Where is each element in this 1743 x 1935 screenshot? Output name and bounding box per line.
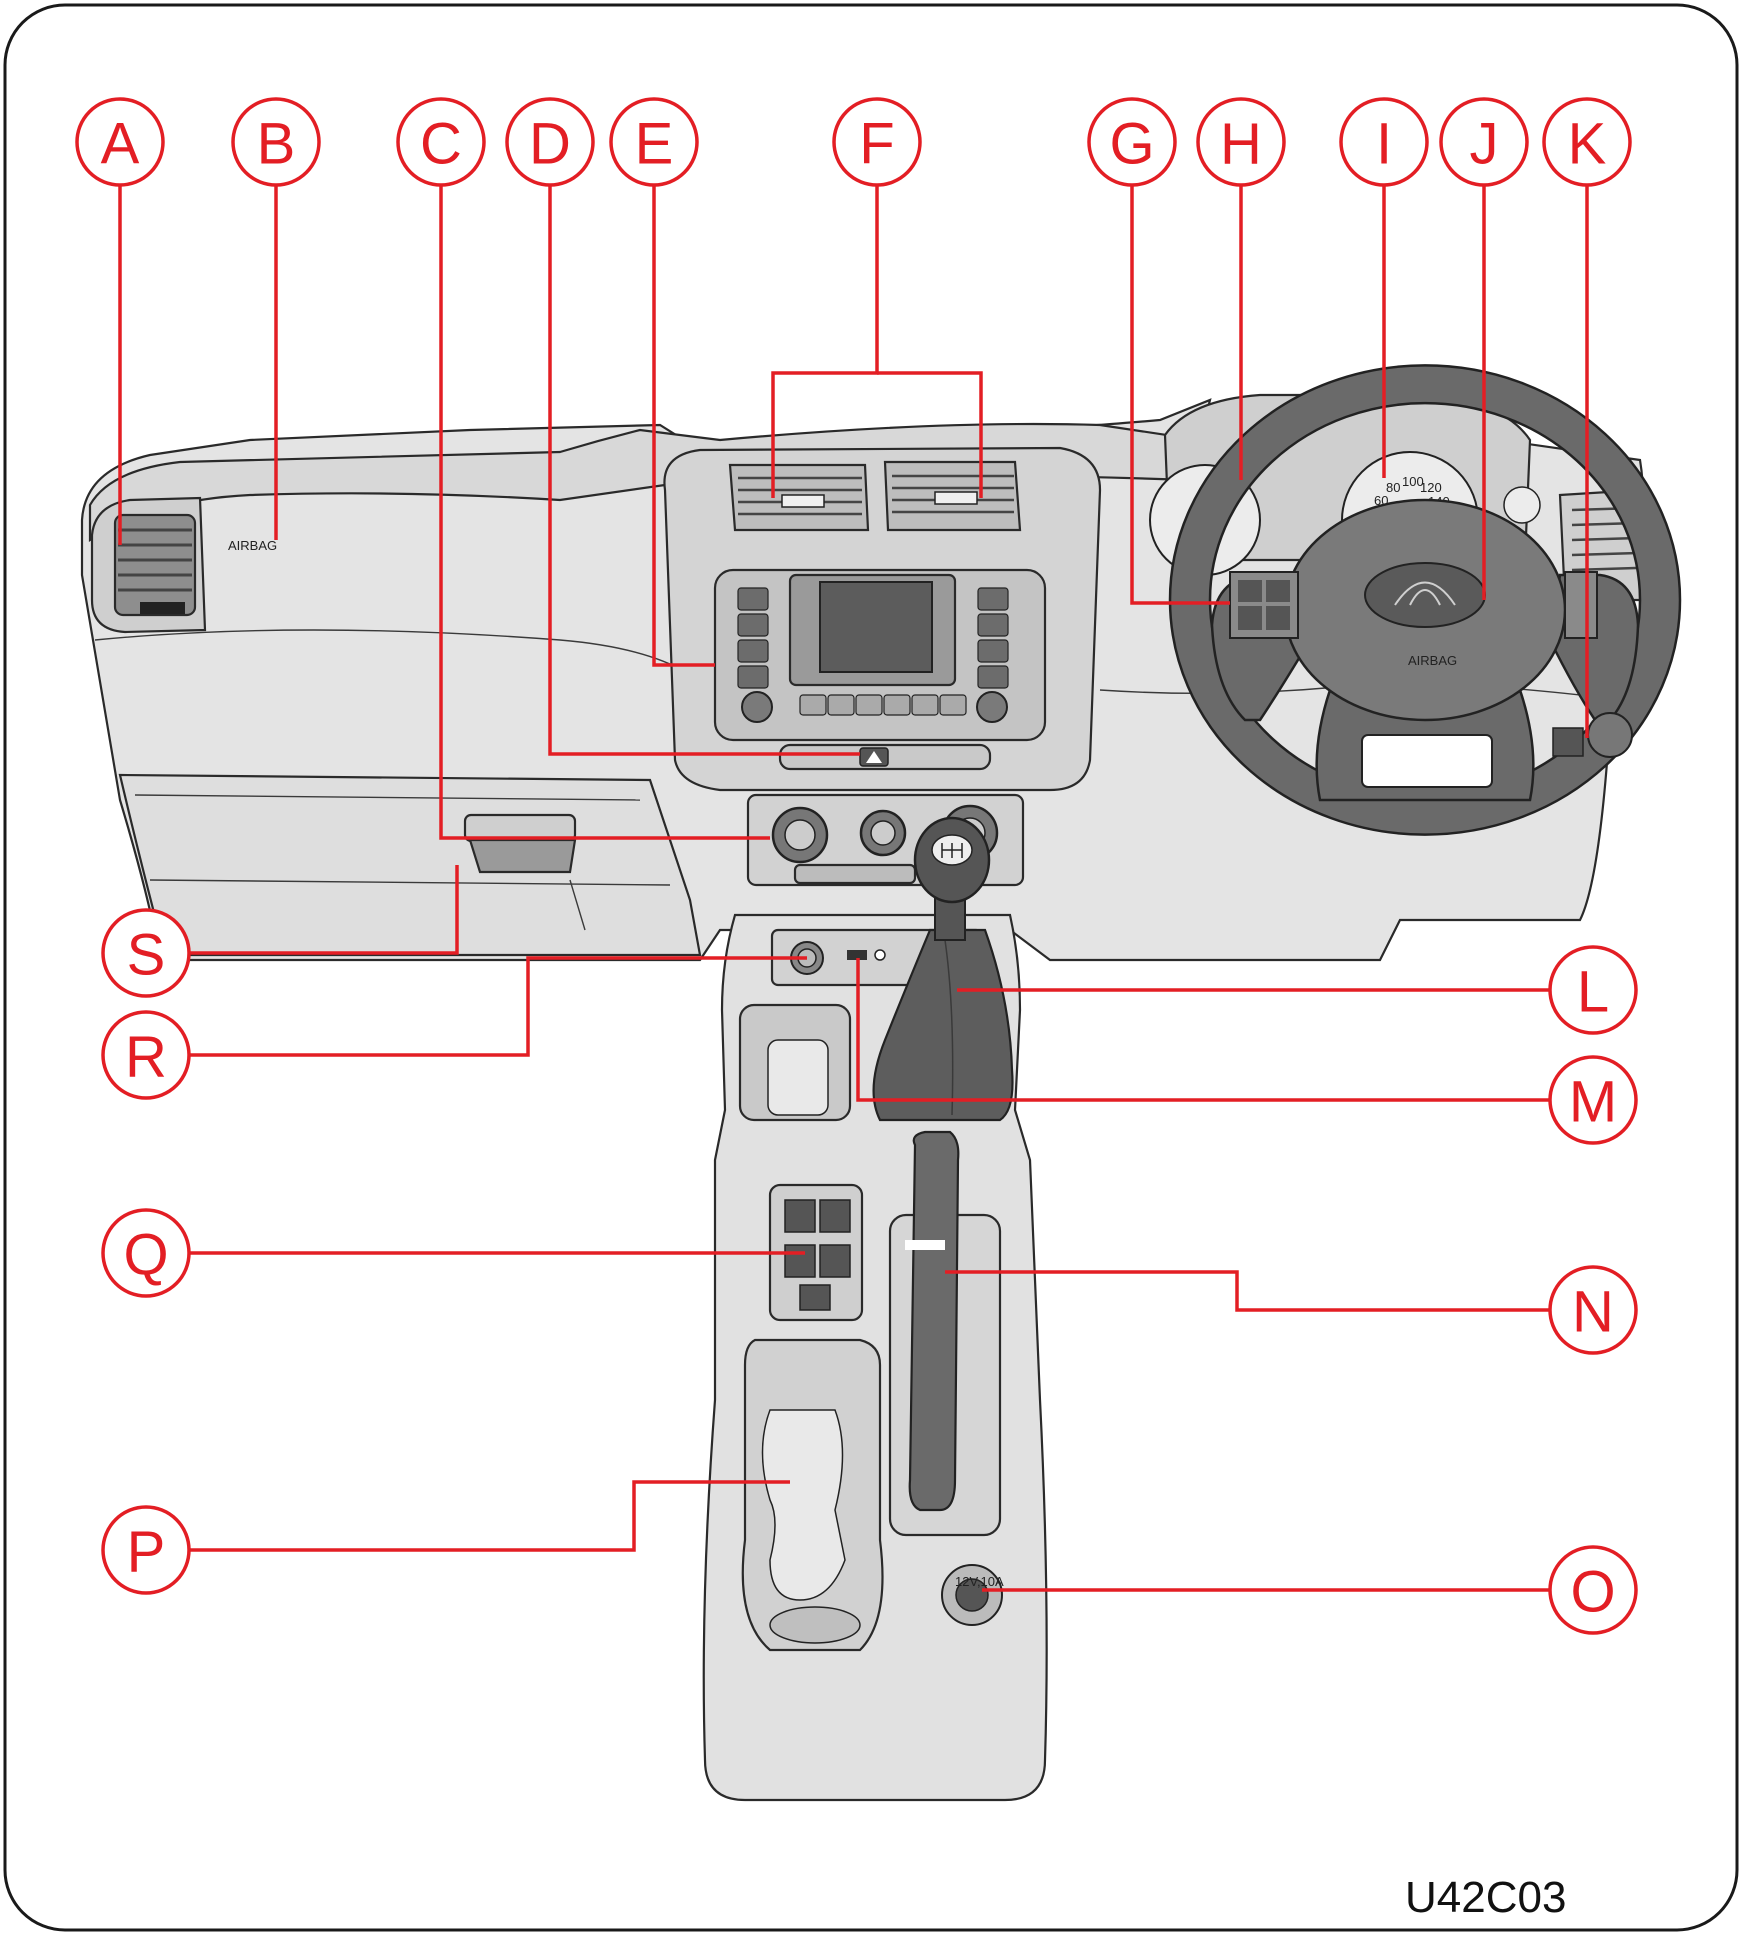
leader-N bbox=[945, 1270, 1550, 1312]
svg-text:O: O bbox=[1570, 1560, 1615, 1625]
figure-code: U42C03 bbox=[1405, 1873, 1566, 1922]
svg-text:L: L bbox=[1577, 960, 1609, 1025]
leader-G bbox=[1130, 185, 1230, 605]
svg-text:J: J bbox=[1470, 112, 1499, 177]
leader-F bbox=[771, 185, 879, 498]
callout-S: S bbox=[101, 908, 191, 998]
leader-M bbox=[856, 958, 1550, 1102]
leader-lines bbox=[118, 185, 1589, 1592]
svg-text:D: D bbox=[529, 112, 571, 177]
callout-L: L bbox=[1548, 945, 1638, 1035]
svg-text:A: A bbox=[101, 112, 140, 177]
callout-M: M bbox=[1548, 1055, 1638, 1145]
leader-C bbox=[439, 185, 770, 840]
svg-text:F: F bbox=[859, 112, 894, 177]
callout-E: E bbox=[609, 97, 699, 187]
callout-D: D bbox=[505, 97, 595, 187]
leader-S bbox=[188, 865, 459, 955]
callout-A: A bbox=[75, 97, 165, 187]
socket-rating-label: 12V,10A bbox=[955, 1574, 1004, 1589]
svg-text:I: I bbox=[1376, 112, 1392, 177]
svg-text:G: G bbox=[1109, 112, 1154, 177]
callout-I: I bbox=[1339, 97, 1429, 187]
svg-text:R: R bbox=[125, 1025, 167, 1090]
leader-R bbox=[188, 956, 807, 1057]
leader-E bbox=[652, 185, 715, 667]
steering-airbag-label: AIRBAG bbox=[1408, 653, 1457, 668]
passenger-airbag-label: AIRBAG bbox=[228, 538, 277, 553]
svg-text:S: S bbox=[127, 923, 166, 988]
svg-text:P: P bbox=[127, 1520, 166, 1585]
speedo-120: 120 bbox=[1420, 480, 1442, 495]
callout-C: C bbox=[396, 97, 486, 187]
leader-P bbox=[188, 1480, 790, 1552]
callout-G: G bbox=[1087, 97, 1177, 187]
svg-text:K: K bbox=[1568, 112, 1607, 177]
svg-text:Q: Q bbox=[123, 1223, 168, 1288]
speedo-100: 100 bbox=[1402, 474, 1424, 489]
callout-K: K bbox=[1542, 97, 1632, 187]
callout-Q: Q bbox=[101, 1208, 191, 1298]
audio-system bbox=[713, 568, 1047, 742]
svg-text:N: N bbox=[1572, 1280, 1614, 1345]
steering-wheel: AIRBAG bbox=[1168, 364, 1682, 836]
callouts: A B C D E F G H I J K L M N O P Q R S bbox=[75, 97, 1638, 1635]
svg-text:E: E bbox=[635, 112, 674, 177]
dashboard-illustration: AIRBAG bbox=[80, 364, 1682, 1802]
leader-D bbox=[548, 185, 860, 756]
leader-F2 bbox=[877, 371, 983, 498]
left-air-vent bbox=[90, 496, 207, 634]
callout-J: J bbox=[1439, 97, 1529, 187]
callout-B: B bbox=[231, 97, 321, 187]
callout-O: O bbox=[1548, 1545, 1638, 1635]
svg-text:C: C bbox=[420, 112, 462, 177]
callout-R: R bbox=[101, 1010, 191, 1100]
callout-N: N bbox=[1548, 1265, 1638, 1355]
callout-P: P bbox=[101, 1505, 191, 1595]
svg-text:B: B bbox=[257, 112, 296, 177]
svg-text:M: M bbox=[1569, 1070, 1617, 1135]
speedo-80: 80 bbox=[1386, 480, 1400, 495]
callout-H: H bbox=[1196, 97, 1286, 187]
callout-F: F bbox=[832, 97, 922, 187]
svg-text:H: H bbox=[1220, 112, 1262, 177]
preset-buttons bbox=[799, 694, 967, 716]
center-air-vents bbox=[728, 460, 1022, 532]
